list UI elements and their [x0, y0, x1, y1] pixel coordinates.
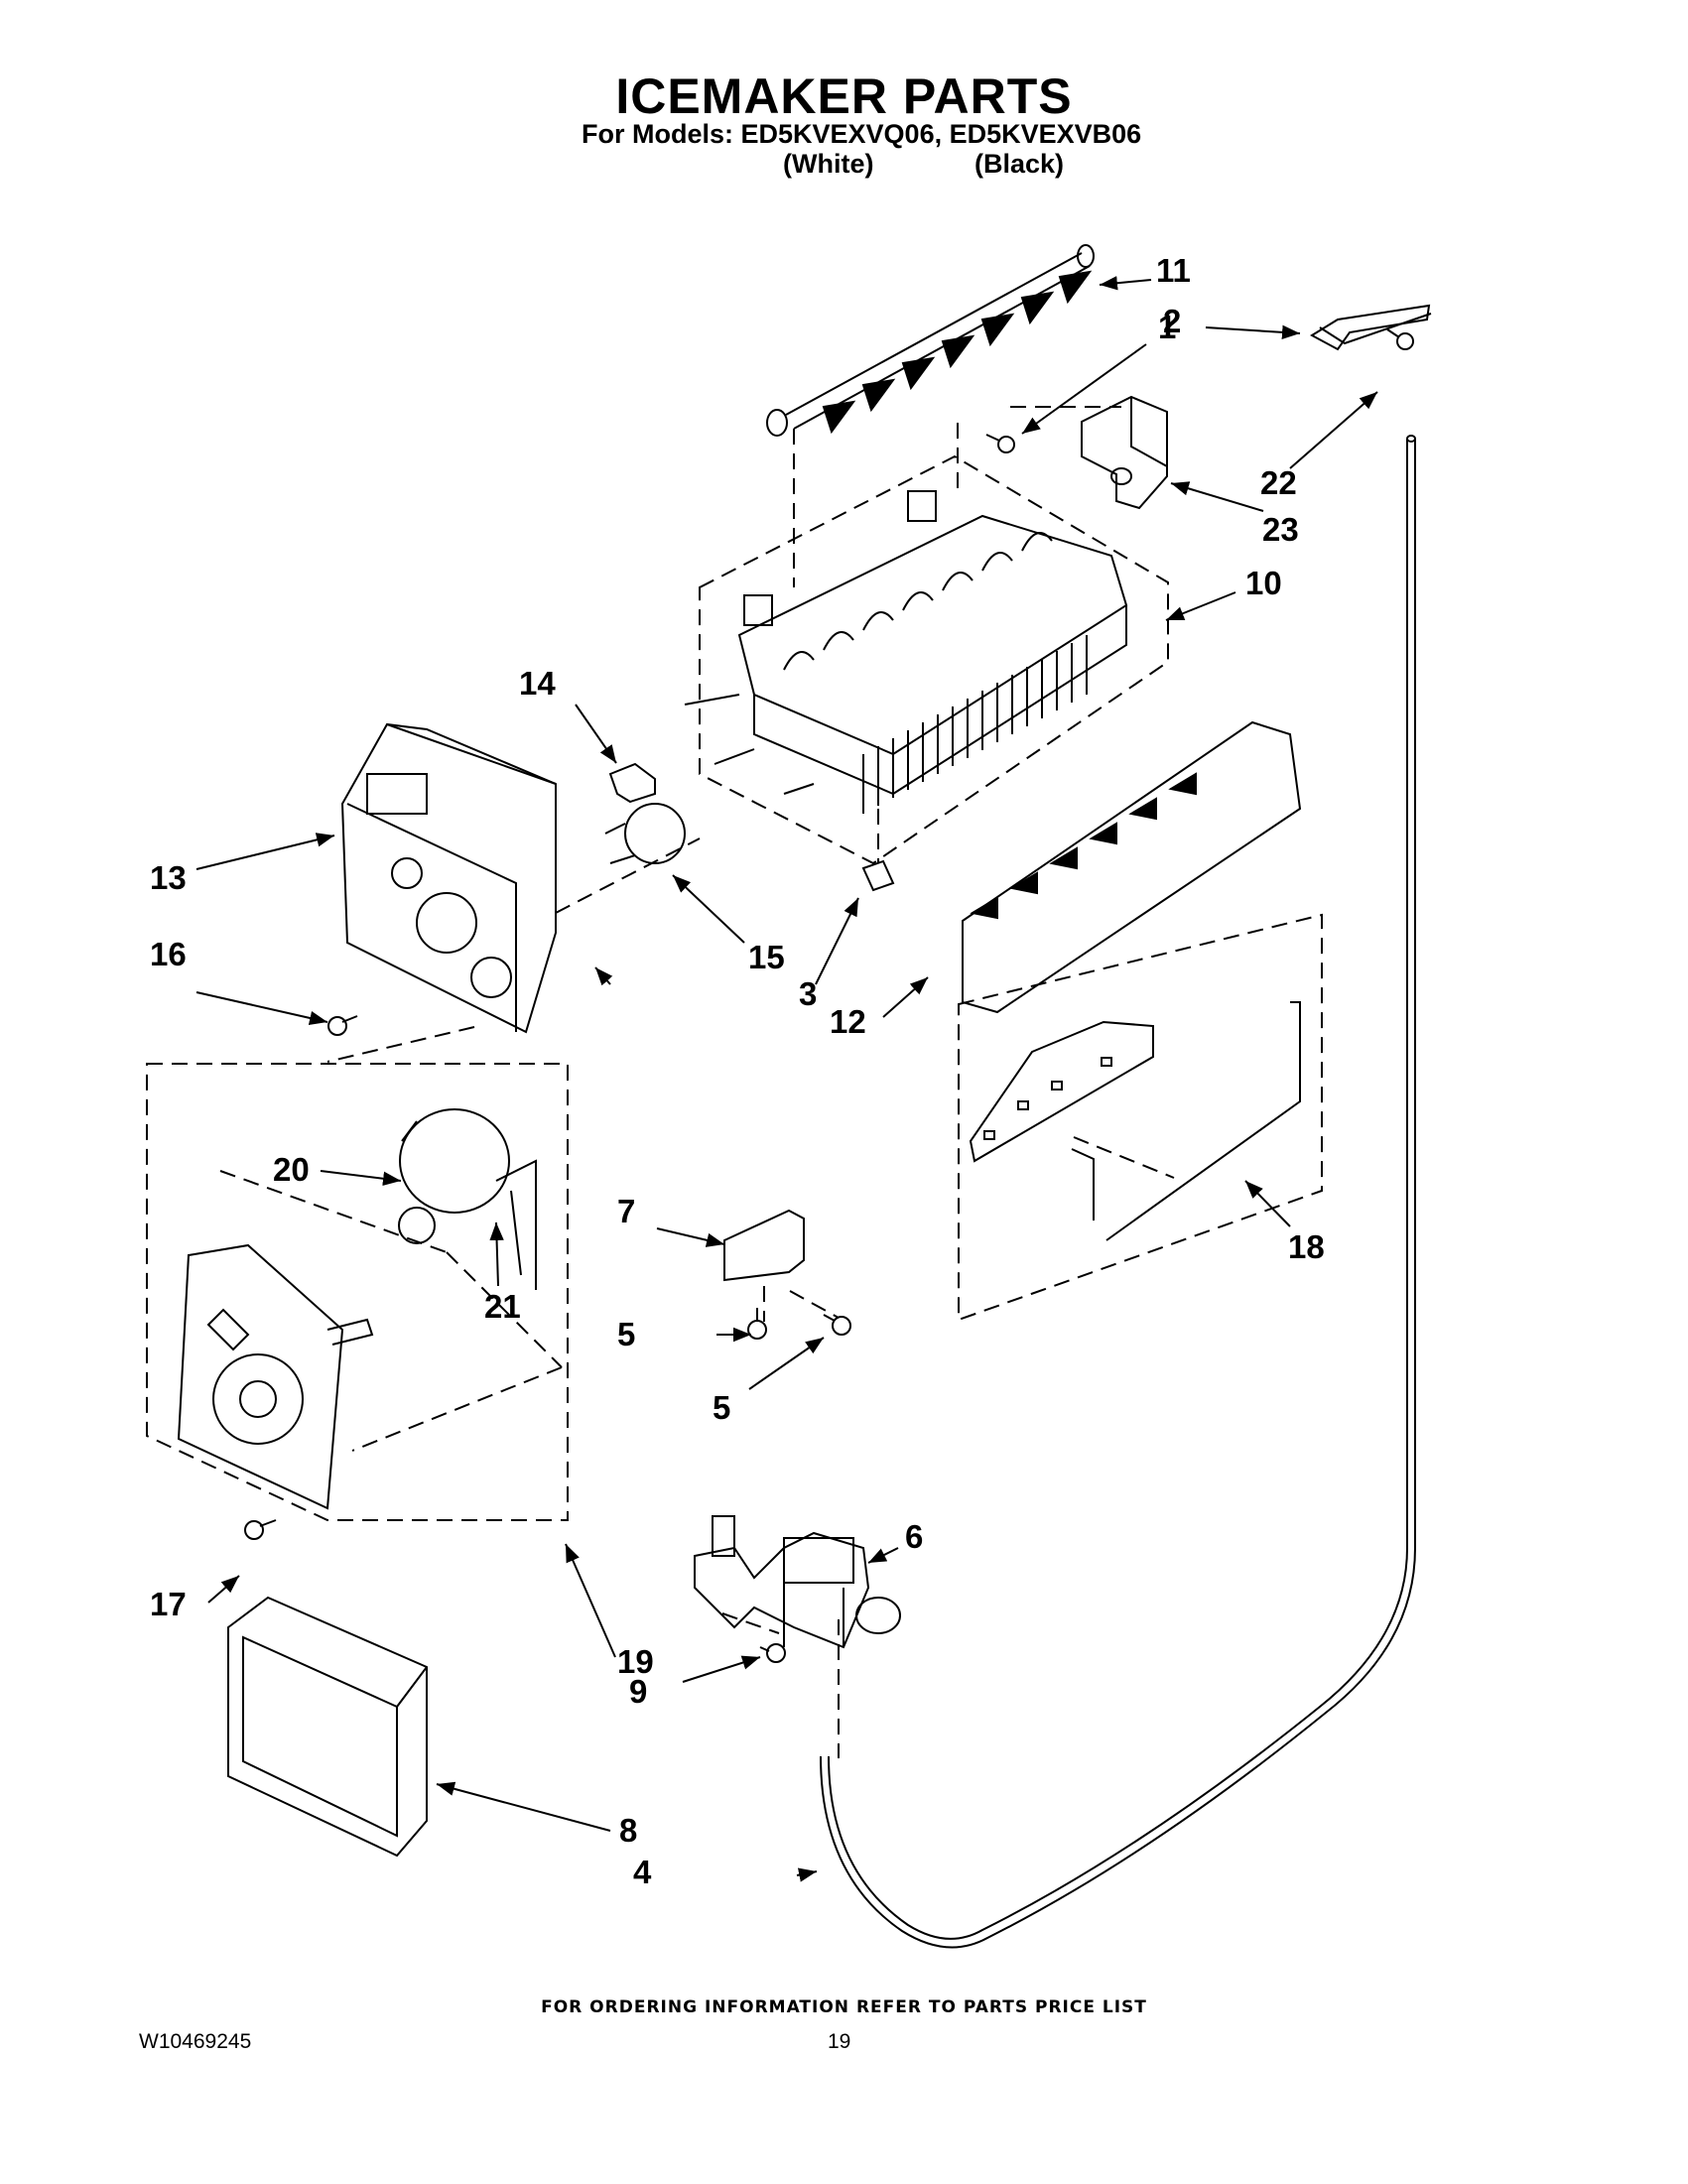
- callout-8: 8: [619, 1812, 638, 1849]
- screw-9-part: [759, 1643, 786, 1663]
- callout-10: 10: [1245, 565, 1282, 601]
- clip-3-part: [861, 859, 895, 892]
- screw-22-part: [1386, 328, 1414, 350]
- wire-shutoff-arm-part: [969, 1001, 1301, 1241]
- screw-16-part: [327, 1015, 358, 1036]
- callout-17: 17: [150, 1586, 187, 1622]
- page-number: 19: [828, 2030, 851, 2053]
- callout-15: 15: [748, 939, 785, 975]
- callout-12: 12: [830, 1003, 866, 1040]
- callout-2: 2: [1163, 303, 1182, 339]
- motor-20-part: [398, 1108, 537, 1290]
- stripper-12-part: [962, 720, 1302, 1014]
- page-title: ICEMAKER PARTS: [615, 68, 1073, 124]
- callout-19: 19: [617, 1643, 654, 1680]
- callout-1: 1: [1158, 309, 1177, 345]
- water-tube-4-part: [820, 435, 1416, 1949]
- callout-6: 6: [905, 1518, 924, 1555]
- callout-20: 20: [273, 1151, 310, 1188]
- water-valve-6-part: [694, 1515, 901, 1649]
- fill-cup-part: [1309, 304, 1432, 351]
- callout-13: 13: [150, 859, 187, 896]
- screw-5-parts: [747, 1308, 851, 1340]
- screw-17-part: [244, 1519, 277, 1540]
- clip-14-part: [608, 762, 656, 804]
- models-line: For Models: ED5KVEXVQ06, ED5KVEXVB06: [582, 119, 1142, 149]
- document-number: W10469245: [139, 2030, 252, 2053]
- thermostat-15-part: [604, 803, 686, 864]
- callout-22: 22: [1260, 464, 1297, 501]
- leader-arrows: [195, 276, 1378, 1882]
- ordering-note: FOR ORDERING INFORMATION REFER TO PARTS …: [541, 1997, 1147, 2017]
- housing-13-part: [340, 722, 557, 1034]
- callout-9: 9: [629, 1673, 648, 1710]
- callout-3: 3: [799, 975, 818, 1012]
- ice-mold-part: [684, 490, 1128, 814]
- callout-5a: 5: [617, 1316, 636, 1352]
- part-drawings: [177, 244, 1432, 1949]
- bracket-7-part: [723, 1209, 805, 1282]
- screw-1-part: [985, 434, 1015, 453]
- callout-16: 16: [150, 936, 187, 972]
- callout-7: 7: [617, 1193, 636, 1229]
- bracket-23-part: [1081, 395, 1168, 510]
- mounting-plate-19-part: [177, 1243, 374, 1510]
- callout-14: 14: [519, 665, 556, 702]
- variant-black: (Black): [974, 149, 1065, 179]
- callout-4: 4: [633, 1854, 652, 1890]
- callout-23: 23: [1262, 511, 1299, 548]
- cover-8-part: [227, 1596, 428, 1858]
- callout-18: 18: [1288, 1228, 1325, 1265]
- callout-21: 21: [484, 1288, 521, 1325]
- callout-11: 11: [1156, 252, 1191, 289]
- callout-5b: 5: [713, 1389, 731, 1426]
- ejector-shaft-part: [766, 244, 1095, 437]
- variant-white: (White): [783, 149, 874, 179]
- dashed-group-outlines: [146, 406, 1323, 1758]
